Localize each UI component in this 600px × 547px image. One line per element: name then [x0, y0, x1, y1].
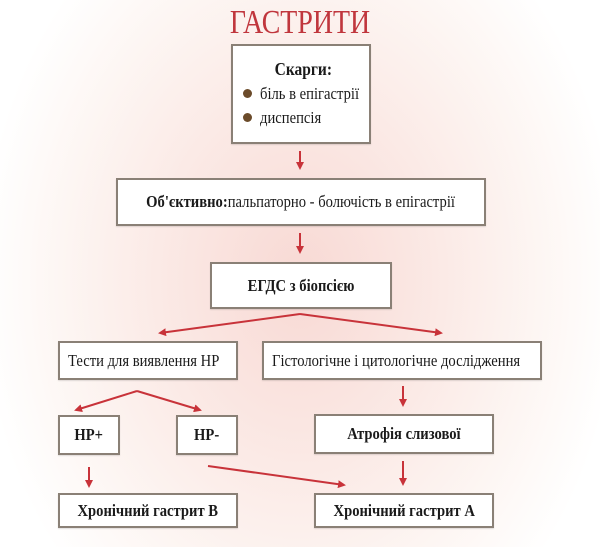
complaint-item: біль в епігастрії: [243, 82, 375, 106]
node-objective: Об'єктивно:пальпаторно - болючість в епі…: [116, 178, 486, 226]
complaint-item: диспепсія: [243, 106, 331, 130]
complaint-text: диспепсія: [260, 107, 322, 127]
atrophy-label: Атрофія слизової: [347, 424, 461, 443]
arrow-hp-tests-hp-neg: [136, 390, 202, 413]
hp-positive-label: НР+: [74, 425, 104, 444]
bullet-icon: [243, 89, 252, 98]
node-egds: ЕГДС з біопсією: [210, 262, 392, 309]
node-hp-tests: Тести для виявлення НР: [58, 341, 238, 380]
objective-label: Об'єктивно:: [146, 192, 229, 211]
hp-negative-label: НР-: [194, 425, 220, 444]
node-hp-positive: НР+: [58, 415, 120, 455]
node-chronic-gastritis-a: Хронічний гастрит А: [314, 493, 494, 528]
complaint-text: біль в епігастрії: [260, 83, 360, 103]
arrow-hp-neg-chronic-a: [207, 465, 346, 489]
objective-text: Об'єктивно:пальпаторно - болючість в епі…: [147, 192, 456, 212]
objective-finding: пальпаторно - болючість в епігастрії: [228, 192, 456, 211]
chronic-a-label: Хронічний гастрит А: [333, 500, 475, 520]
node-hp-negative: НР-: [176, 415, 238, 455]
arrow-egds-histology: [299, 313, 443, 337]
egds-label: ЕГДС з біопсією: [247, 275, 355, 295]
arrow-hp-tests-hp-pos: [74, 390, 138, 413]
node-chronic-gastritis-b: Хронічний гастрит В: [58, 493, 238, 528]
node-atrophy: Атрофія слизової: [314, 414, 494, 454]
arrow-egds-hp-tests: [158, 313, 301, 337]
hp-tests-label: Тести для виявлення НР: [68, 350, 220, 370]
complaints-heading: Скарги:: [274, 58, 332, 79]
diagram-title: ГАСТРИТИ: [229, 4, 371, 41]
bullet-icon: [243, 113, 252, 122]
node-complaints: Скарги: біль в епігастрії диспепсія: [231, 44, 371, 144]
histology-label: Гістологічне і цитологічне дослідження: [272, 350, 521, 370]
chronic-b-label: Хронічний гастрит В: [77, 500, 219, 520]
node-histology: Гістологічне і цитологічне дослідження: [262, 341, 542, 380]
